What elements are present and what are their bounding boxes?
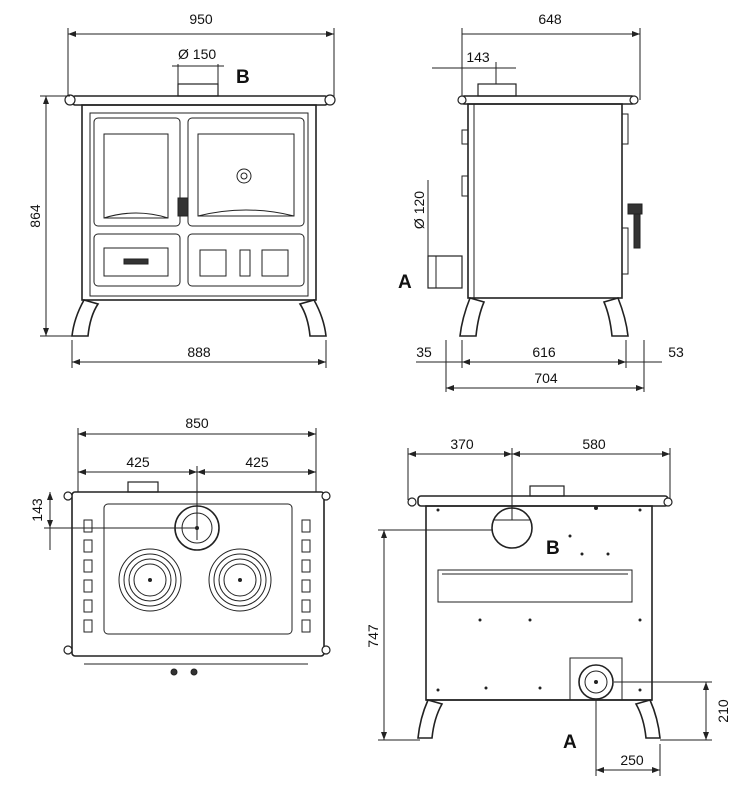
top-width-label: 850: [185, 415, 209, 431]
front-view: 950 Ø 150 B: [27, 11, 336, 368]
top-half-right-label: 425: [245, 454, 269, 470]
front-flue-diameter-label: Ø 150: [178, 46, 216, 62]
rear-flue-height-label: 747: [365, 624, 381, 648]
rear-inlet-offset-label: 250: [620, 752, 644, 768]
side-back-offset-label: 35: [416, 344, 432, 360]
top-flue-depth-label: 143: [29, 498, 45, 522]
side-body-depth-label: 616: [532, 344, 556, 360]
front-width-label: 950: [189, 11, 213, 27]
top-view: 850 425 425: [29, 415, 331, 676]
side-inlet-letter: A: [398, 272, 412, 293]
side-depth-bottom-label: 704: [534, 370, 558, 386]
front-height-label: 864: [27, 204, 43, 228]
side-inlet-diameter-label: Ø 120: [411, 191, 427, 229]
front-bottom-width-label: 888: [187, 344, 211, 360]
front-flue-letter: B: [236, 67, 250, 88]
rear-flue-letter: B: [546, 538, 560, 559]
rear-right-offset-label: 580: [582, 436, 606, 452]
side-depth-label: 648: [538, 11, 562, 27]
rear-inlet-letter: A: [563, 732, 577, 753]
side-view: 648 143 A Ø 120: [398, 11, 684, 392]
top-half-left-label: 425: [126, 454, 150, 470]
rear-view: 370 580 B: [365, 436, 731, 776]
side-flue-offset-label: 143: [466, 49, 490, 65]
rear-left-offset-label: 370: [450, 436, 474, 452]
rear-inlet-height-label: 210: [715, 699, 731, 723]
side-front-offset-label: 53: [668, 344, 684, 360]
